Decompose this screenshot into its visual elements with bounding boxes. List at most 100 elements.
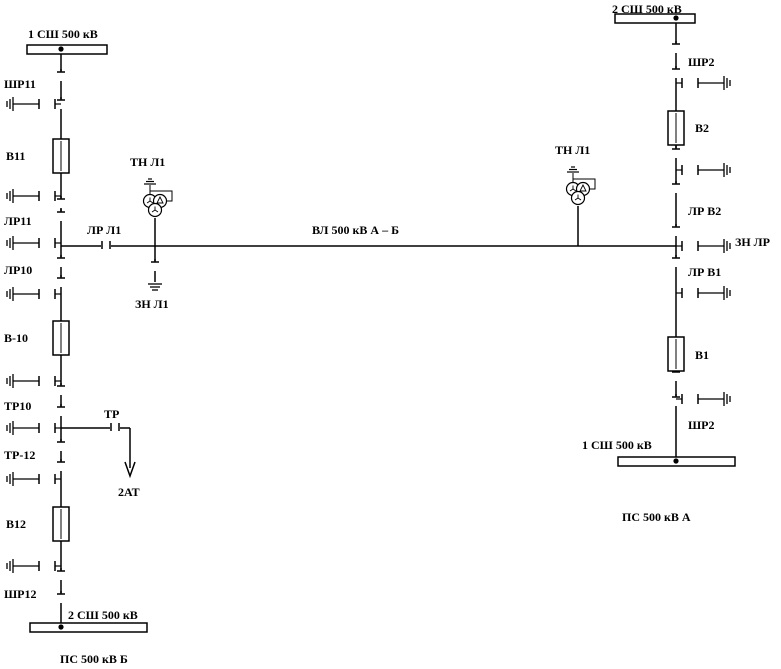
disconnector-icon bbox=[57, 383, 65, 395]
disconnector-gap bbox=[674, 226, 678, 236]
label-tr10: ТР10 bbox=[4, 399, 31, 413]
label-tn-l1-left: ТН Л1 bbox=[130, 155, 165, 169]
disconnector-icon bbox=[57, 591, 65, 603]
bus-label-2-left: 2 СШ 500 кВ bbox=[68, 608, 138, 622]
vt-mark bbox=[154, 209, 159, 213]
label-shr2-top: ШР2 bbox=[688, 55, 715, 69]
devices bbox=[6, 13, 736, 633]
label-tr12: ТР-12 bbox=[4, 448, 35, 462]
label-lr-v1: ЛР В1 bbox=[688, 265, 721, 279]
grounding-switch-icon bbox=[6, 559, 61, 573]
busbar-icon bbox=[614, 13, 696, 24]
disconnector-gap bbox=[674, 183, 678, 193]
breaker-icon bbox=[667, 110, 685, 146]
disconnector-gap bbox=[101, 244, 111, 248]
label-lr-v2: ЛР В2 bbox=[688, 204, 721, 218]
label-zn-l1: ЗН Л1 bbox=[135, 297, 169, 311]
label-2at: 2АТ bbox=[118, 485, 140, 499]
label-tn-l1-right: ТН Л1 bbox=[555, 143, 590, 157]
disconnector-gap bbox=[59, 461, 63, 471]
vt-mark bbox=[574, 197, 579, 201]
bus-label-1-left: 1 СШ 500 кВ bbox=[28, 27, 98, 41]
grounding-switch-icon bbox=[6, 287, 61, 301]
wires bbox=[60, 22, 677, 623]
disconnector-gap bbox=[59, 198, 63, 208]
disconnector-icon bbox=[672, 41, 680, 53]
breaker-icon bbox=[52, 138, 70, 174]
disconnector-icon bbox=[57, 404, 65, 416]
disconnector-icon bbox=[57, 255, 65, 267]
arrow-to-2at bbox=[124, 461, 136, 479]
vt-mark bbox=[146, 200, 151, 204]
junction-dot bbox=[58, 624, 64, 630]
grounding-switch-icon bbox=[676, 286, 731, 300]
disconnector-gap bbox=[59, 593, 63, 603]
busbar-icon bbox=[29, 622, 148, 633]
breaker-icon bbox=[667, 336, 685, 372]
disconnector-icon bbox=[672, 224, 680, 236]
disconnector-icon bbox=[57, 568, 65, 580]
disconnector-gap bbox=[674, 148, 678, 158]
disconnector-icon bbox=[57, 69, 65, 81]
label-zn-lr: ЗН ЛР bbox=[735, 235, 770, 249]
vt-mark bbox=[151, 209, 156, 213]
label-v2: В2 bbox=[695, 121, 709, 135]
busbar-rect bbox=[26, 44, 108, 55]
grounding-switch-icon bbox=[6, 236, 61, 250]
disconnector-gap bbox=[674, 371, 678, 381]
label-lr11: ЛР11 bbox=[4, 214, 32, 228]
label-lr-l1: ЛР Л1 bbox=[87, 223, 121, 237]
disconnector-gap bbox=[59, 71, 63, 81]
grounding-switch-icon bbox=[6, 97, 61, 111]
voltage-transformer-icon bbox=[142, 178, 173, 218]
grounding-switch-icon bbox=[676, 392, 731, 406]
disconnector-gap bbox=[59, 406, 63, 416]
grounding-switch-icon bbox=[676, 239, 731, 253]
label-v11: В11 bbox=[6, 149, 25, 163]
disconnector-gap bbox=[110, 426, 120, 430]
label-v10: В-10 bbox=[4, 331, 28, 345]
disconnector-icon bbox=[110, 423, 120, 431]
vt-mark bbox=[569, 188, 574, 192]
breaker-icon bbox=[52, 506, 70, 542]
disconnector-icon bbox=[101, 241, 111, 249]
bus-label-1-right: 1 СШ 500 кВ bbox=[582, 438, 652, 452]
disconnector-gap bbox=[59, 211, 63, 221]
disconnector-icon bbox=[672, 394, 680, 406]
label-lr10: ЛР10 bbox=[4, 263, 32, 277]
grounding-switch-icon bbox=[6, 472, 61, 486]
vt-mark bbox=[572, 188, 577, 192]
disconnector-gap bbox=[59, 277, 63, 287]
vt-box bbox=[149, 190, 173, 202]
disconnector-icon bbox=[57, 209, 65, 221]
vt-box bbox=[572, 178, 596, 190]
grounding-switch-icon bbox=[6, 189, 61, 203]
disconnector-icon bbox=[57, 196, 65, 208]
label-shr11: ШР11 bbox=[4, 77, 36, 91]
substation-b-name: ПС 500 кВ Б bbox=[60, 652, 128, 666]
junction-dot bbox=[673, 15, 679, 21]
vt-mark bbox=[579, 183, 587, 192]
disconnector-gap bbox=[674, 396, 678, 406]
label-shr12: ШР12 bbox=[4, 587, 37, 601]
grounding-switch-icon bbox=[676, 76, 731, 90]
disconnector-gap bbox=[674, 43, 678, 53]
disconnector-gap bbox=[59, 385, 63, 395]
busbar-rect bbox=[614, 13, 696, 24]
disconnector-gap bbox=[59, 441, 63, 451]
disconnector-icon bbox=[672, 255, 680, 267]
vt-mark bbox=[156, 195, 164, 204]
disconnector-gap bbox=[153, 261, 157, 271]
junction-dot bbox=[673, 458, 679, 464]
junction-dot bbox=[58, 46, 64, 52]
label-v1: В1 bbox=[695, 348, 709, 362]
disconnector-icon bbox=[57, 439, 65, 451]
disconnector-gap bbox=[674, 68, 678, 78]
disconnector-icon bbox=[672, 181, 680, 193]
voltage-transformer-icon bbox=[565, 166, 596, 206]
disconnector-icon bbox=[151, 259, 159, 271]
substation-a-name: ПС 500 кВ А bbox=[622, 510, 691, 524]
bus-label-2-right: 2 СШ 500 кВ bbox=[612, 2, 682, 16]
disconnector-icon bbox=[672, 66, 680, 78]
